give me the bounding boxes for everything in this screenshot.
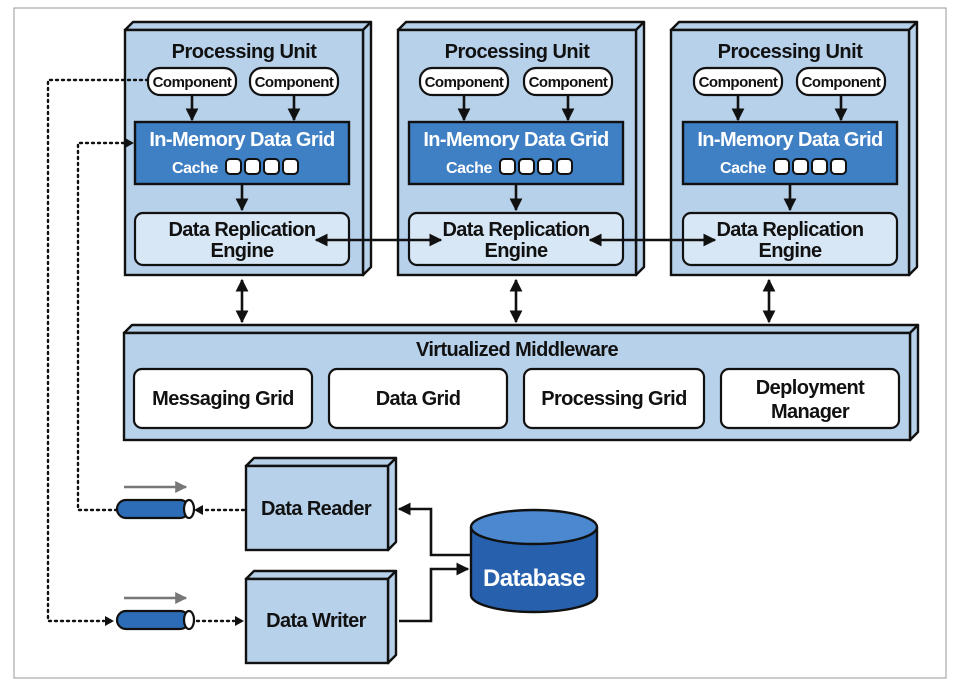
pu1-component-1-label: Component [153, 74, 232, 91]
pu3-replication-line-1: Data Replication [716, 219, 863, 241]
writer-queue-end [182, 609, 196, 631]
pu3-cache-slot [792, 158, 809, 175]
database-label: Database [483, 565, 585, 592]
database[interactable]: Database [469, 508, 599, 614]
reader-queue-to-grid-dotted [76, 141, 128, 512]
pu2-grid-title: In-Memory Data Grid [423, 129, 608, 151]
middleware-title: Virtualized Middleware [416, 339, 619, 361]
reader-queue [115, 481, 196, 520]
data-reader-body[interactable] [244, 464, 390, 552]
pu1-title: Processing Unit [172, 41, 318, 63]
data-grid-box[interactable] [327, 367, 509, 430]
pu1-cache-slot [263, 158, 280, 175]
pu3-component-1-label: Component [699, 74, 778, 91]
pu2-component-2-label: Component [529, 74, 608, 91]
pu1-grid-title: In-Memory Data Grid [149, 129, 334, 151]
database-to-reader-arrow [397, 502, 471, 557]
deployment-manager-line-1: Deployment [756, 377, 865, 399]
data-reader-side-face [386, 456, 398, 552]
pu1-in-memory-data-grid[interactable] [133, 120, 351, 186]
database-body [469, 527, 599, 614]
reader-queue-icon [115, 498, 191, 520]
pu1-cache-slot [282, 158, 299, 175]
messaging-grid-label: Messaging Grid [152, 388, 294, 410]
data-grid-label: Data Grid [376, 388, 461, 410]
pu1-cache-label: Cache [172, 160, 219, 177]
pu1-side-face [361, 20, 373, 277]
pu2-cache-slot [556, 158, 573, 175]
pu2-replication-line-1: Data Replication [442, 219, 589, 241]
pu1-replication-line-2: Engine [210, 240, 274, 262]
pu2-side-face [634, 20, 646, 277]
pu1-replication-line-1: Data Replication [168, 219, 315, 241]
data-reader-label: Data Reader [261, 498, 372, 520]
component-to-writer-queue-dotted [46, 78, 150, 623]
reader-queue-arrowhead [194, 505, 203, 515]
pu1-component-2-label: Component [255, 74, 334, 91]
data-writer-body[interactable] [244, 577, 390, 665]
middleware-top-face [122, 323, 920, 335]
data-writer-side-face [386, 569, 398, 665]
pu2-cache-slot [518, 158, 535, 175]
messaging-grid-box[interactable] [132, 367, 314, 430]
pu1-cache-slot [225, 158, 242, 175]
pu3-replication-line-2: Engine [758, 240, 822, 262]
pu3-grid-title: In-Memory Data Grid [697, 129, 882, 151]
pu3-title: Processing Unit [718, 41, 864, 63]
pu3-cache-label: Cache [720, 160, 767, 177]
virtualized-middleware: Virtualized Middleware Messaging Grid Da… [122, 323, 920, 442]
pu3-cache-slot [830, 158, 847, 175]
reader-queue-end [182, 498, 196, 520]
pu1-cache-slot [244, 158, 261, 175]
processing-unit-1: Processing Unit Component Component In-M… [123, 20, 373, 277]
writer-queue [115, 592, 196, 631]
writer-queue-icon [115, 609, 191, 631]
processing-grid-box[interactable] [522, 367, 706, 430]
pu2-cache-slot [499, 158, 516, 175]
deployment-manager-line-2: Manager [771, 401, 850, 423]
data-reader-top-face [244, 456, 398, 468]
pu2-cache-label: Cache [446, 160, 493, 177]
pu3-cache-slot [811, 158, 828, 175]
database-top [469, 508, 599, 546]
pu2-replication-line-2: Engine [484, 240, 548, 262]
processing-grid-label: Processing Grid [541, 388, 687, 410]
data-reader: Data Reader [244, 456, 398, 552]
grid-inbound-arrowhead [125, 138, 134, 148]
pu3-component-2-label: Component [802, 74, 881, 91]
writer-inbound-arrowhead [235, 616, 244, 626]
pu2-title: Processing Unit [445, 41, 591, 63]
data-writer-label: Data Writer [266, 610, 367, 632]
pu3-cache-slot [773, 158, 790, 175]
data-writer-top-face [244, 569, 398, 581]
data-writer: Data Writer [244, 569, 398, 665]
pu2-component-1-label: Component [425, 74, 504, 91]
processing-unit-3: Processing Unit Component Component In-M… [669, 20, 919, 277]
writer-to-database-arrow [399, 562, 470, 623]
processing-unit-2: Processing Unit Component Component In-M… [396, 20, 646, 277]
deployment-manager-box[interactable] [719, 367, 901, 430]
pu3-side-face [907, 20, 919, 277]
pu2-cache-slot [537, 158, 554, 175]
writer-queue-arrowhead [105, 616, 114, 626]
